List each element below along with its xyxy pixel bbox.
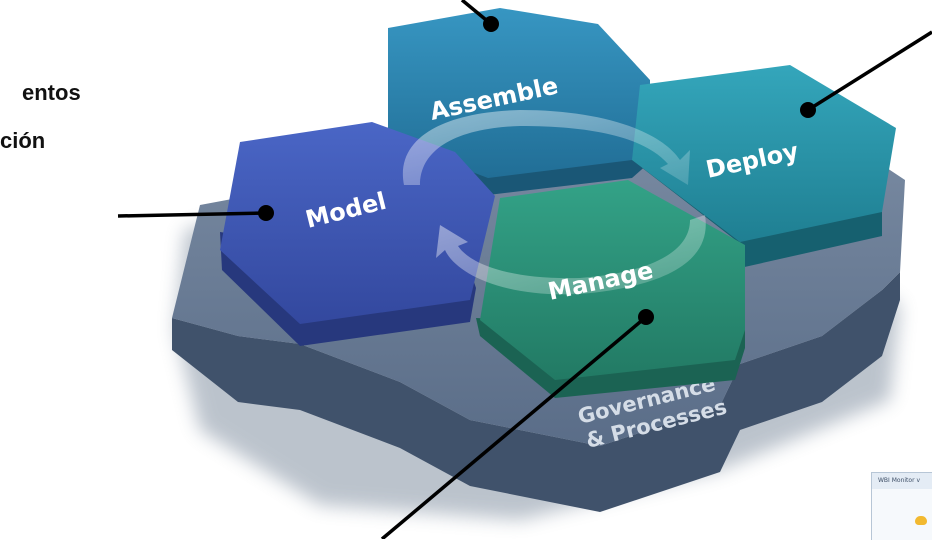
monitor-thumbnail: WBI Monitor v — [871, 472, 932, 540]
callout-assemble — [460, 0, 499, 32]
side-caption-line-1: entos — [22, 80, 81, 105]
monitor-thumbnail-title: WBI Monitor v — [872, 473, 932, 489]
hex-model[interactable]: Model — [220, 122, 495, 346]
chat-bubble-icon — [915, 516, 927, 525]
hex-deploy[interactable]: Deploy — [632, 65, 896, 268]
cycle-arrow — [402, 110, 706, 295]
callout-manage — [380, 309, 654, 539]
side-caption-line-2: ción — [0, 128, 46, 153]
callout-model — [117, 205, 274, 221]
callout-deploy — [800, 30, 932, 118]
